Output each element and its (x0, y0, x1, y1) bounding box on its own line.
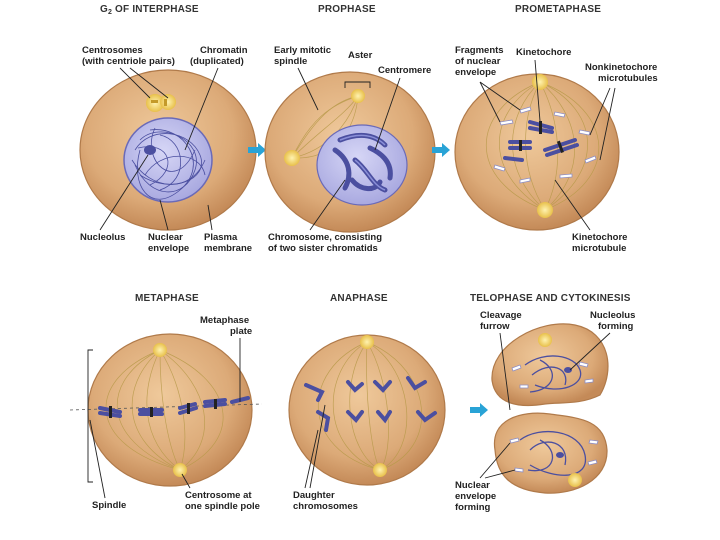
label-envelope-forming: Nuclear (455, 480, 490, 491)
telophase-title: TELOPHASE AND CYTOKINESIS (470, 293, 631, 304)
centrosome-icon (568, 473, 582, 487)
label-daughter: Daughter (293, 490, 335, 501)
label-envelope-forming-3: forming (455, 502, 491, 513)
label-chromatin-2: (duplicated) (190, 56, 244, 67)
centrosome-icon (373, 463, 387, 477)
label-early-spindle-2: spindle (274, 56, 307, 67)
g2-cell (80, 70, 256, 230)
label-centrosome-pole-2: one spindle pole (185, 501, 260, 512)
label-centrosomes: Centrosomes (82, 45, 143, 56)
label-spindle: Spindle (92, 500, 126, 511)
label-chromosome: Chromosome, consisting (268, 232, 382, 243)
centrosome-icon (173, 463, 187, 477)
label-plasma: Plasma (204, 232, 238, 243)
label-fragments: Fragments (455, 45, 504, 56)
label-metaphase-plate-2: plate (230, 326, 252, 337)
label-early-spindle: Early mitotic (274, 45, 331, 56)
label-fragments-2: of nuclear (455, 56, 501, 67)
label-nonkinetochore-2: microtubules (598, 73, 658, 84)
centrosome-icon (351, 89, 365, 103)
label-nuclear-2: envelope (148, 243, 189, 254)
centrosome-icon (360, 335, 374, 349)
label-kinetochore-mt-2: microtubule (572, 243, 626, 254)
centrosome-icon (153, 343, 167, 357)
label-nucleolus: Nucleolus (80, 232, 125, 243)
prophase-cell (265, 72, 435, 232)
label-nucleolus-forming: Nucleolus (590, 310, 635, 321)
label-nucleolus-forming-2: forming (598, 321, 634, 332)
label-centrosomes-2: (with centriole pairs) (82, 56, 175, 67)
label-cleavage-2: furrow (480, 321, 510, 332)
label-chromatin: Chromatin (200, 45, 248, 56)
centrosome-icon (284, 150, 300, 166)
label-plasma-2: membrane (204, 243, 252, 254)
anaphase-title: ANAPHASE (330, 293, 388, 304)
label-daughter-2: chromosomes (293, 501, 358, 512)
label-metaphase-plate: Metaphase (200, 315, 249, 326)
prophase-title: PROPHASE (318, 4, 376, 15)
label-nonkinetochore: Nonkinetochore (585, 62, 657, 73)
label-centrosome-pole: Centrosome at (185, 490, 252, 501)
nucleolus-g2 (144, 145, 156, 155)
telophase-cell (492, 324, 608, 493)
metaphase-cell (70, 334, 262, 486)
anaphase-cell (289, 335, 445, 485)
prometaphase-title: PROMETAPHASE (515, 4, 601, 15)
centrosome-icon (538, 333, 552, 347)
label-envelope-forming-2: envelope (455, 491, 496, 502)
label-aster: Aster (348, 50, 373, 61)
arrow-icon (470, 403, 488, 417)
prometaphase-cell (455, 74, 619, 230)
g2-title: G2 OF INTERPHASE (100, 4, 199, 16)
label-nuclear: Nuclear (148, 232, 183, 243)
label-kinetochore-mt: Kinetochore (572, 232, 627, 243)
label-fragments-3: envelope (455, 67, 496, 78)
centrosome-icon (160, 94, 176, 110)
label-kinetochore: Kinetochore (516, 47, 571, 58)
label-chromosome-2: of two sister chromatids (268, 243, 378, 254)
centrosome-icon (537, 202, 553, 218)
label-centromere: Centromere (378, 65, 431, 76)
metaphase-title: METAPHASE (135, 293, 199, 304)
label-cleavage: Cleavage (480, 310, 522, 321)
centrosome-icon (532, 74, 548, 90)
